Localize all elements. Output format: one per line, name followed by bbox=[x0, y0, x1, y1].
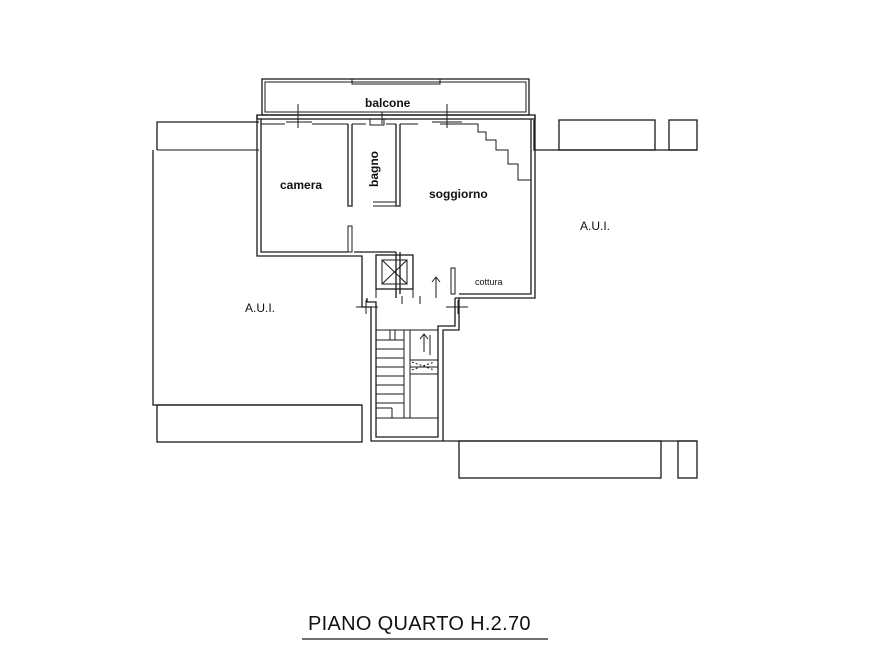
room-label-cottura: cottura bbox=[475, 277, 503, 287]
stair-arrow-icon bbox=[419, 333, 429, 352]
room-label-camera: camera bbox=[280, 178, 322, 192]
stairwell bbox=[356, 296, 468, 442]
bathroom-walls bbox=[347, 118, 401, 207]
room-label-bagno: bagno bbox=[367, 151, 381, 187]
opening-markers bbox=[286, 104, 462, 128]
room-label-balcone: balcone bbox=[365, 96, 411, 110]
apartment-walls bbox=[256, 114, 536, 299]
plan-title: PIANO QUARTO H.2.70 bbox=[308, 613, 531, 635]
lift bbox=[375, 254, 414, 298]
area-label-aui-right: A.U.I. bbox=[580, 219, 610, 233]
entry-arrow-icon bbox=[431, 276, 441, 298]
room-label-soggiorno: soggiorno bbox=[429, 187, 488, 201]
area-label-aui-left: A.U.I. bbox=[245, 301, 275, 315]
stairs bbox=[375, 329, 439, 419]
neighbour-block-right bbox=[443, 119, 698, 479]
internal-walls bbox=[261, 123, 470, 253]
kitchen-partition bbox=[450, 267, 456, 295]
neighbour-block-left bbox=[152, 121, 363, 443]
living-room-notch bbox=[470, 123, 531, 181]
